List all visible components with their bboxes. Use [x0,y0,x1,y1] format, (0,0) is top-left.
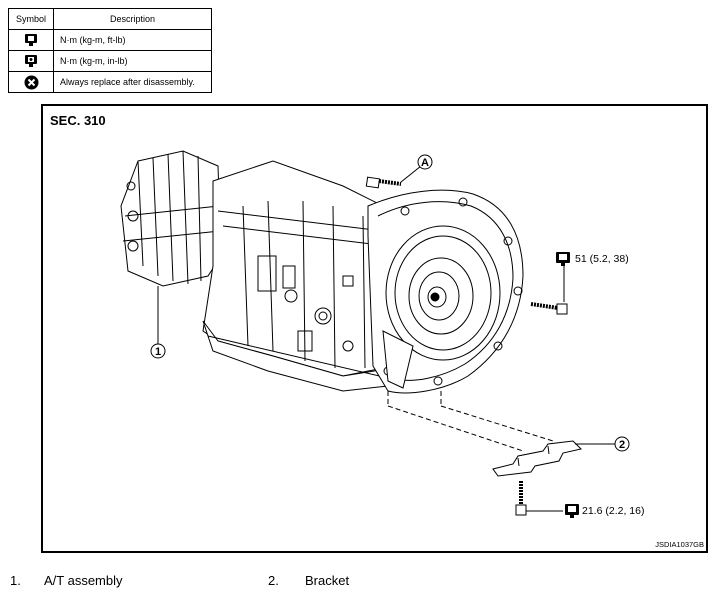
torque-wrench-icon [565,504,579,518]
part-number: 1. [10,573,21,588]
legend-text: Always replace after disassembly. [53,71,212,93]
guide-line [440,405,554,442]
part-name: Bracket [305,573,350,588]
at-assembly-drawing [120,150,524,394]
bolt-right [530,302,568,315]
guide-line [387,405,524,452]
torque-wrench-icon [556,252,570,266]
torque-wrench-small-icon [25,55,37,67]
bolt-a [365,176,402,189]
callout-2-circle [614,436,630,452]
figure-id: JSDIA1037GB [655,540,704,549]
part-name: A/T assembly [44,573,123,588]
torque-value-bolt-right: 51 (5.2, 38) [575,253,629,265]
bracket-drawing [492,440,582,477]
symbol-header: Symbol [8,8,54,30]
exploded-view-figure: SEC. 310 [41,104,708,553]
legend-text: N·m (kg-m, in-lb) [53,50,212,72]
torque-value-bolt-lower: 21.6 (2.2, 16) [582,505,645,517]
callout-1-circle [150,343,166,359]
section-label: SEC. 310 [50,113,106,128]
legend-row: Always replace after disassembly. [8,71,212,93]
legend-table: Symbol Description N·m (kg-m, ft-lb) N·m… [8,8,212,93]
callout-a-circle [417,154,433,170]
legend-header-row: Symbol Description [8,8,212,30]
callout-2-label: 2 [619,439,625,451]
legend-row: N·m (kg-m, in-lb) [8,50,212,72]
leader-a [400,165,422,183]
legend-row: N·m (kg-m, ft-lb) [8,29,212,51]
torque-wrench-icon [25,34,37,46]
bolt-lower [515,481,527,516]
callout-1-label: 1 [155,346,161,358]
callout-a-label: A [421,157,429,169]
part-number: 2. [268,573,279,588]
description-header: Description [53,8,212,30]
transmission-diagram: A 1 2 [120,150,630,518]
legend-text: N·m (kg-m, ft-lb) [53,29,212,51]
replace-icon [24,75,38,89]
